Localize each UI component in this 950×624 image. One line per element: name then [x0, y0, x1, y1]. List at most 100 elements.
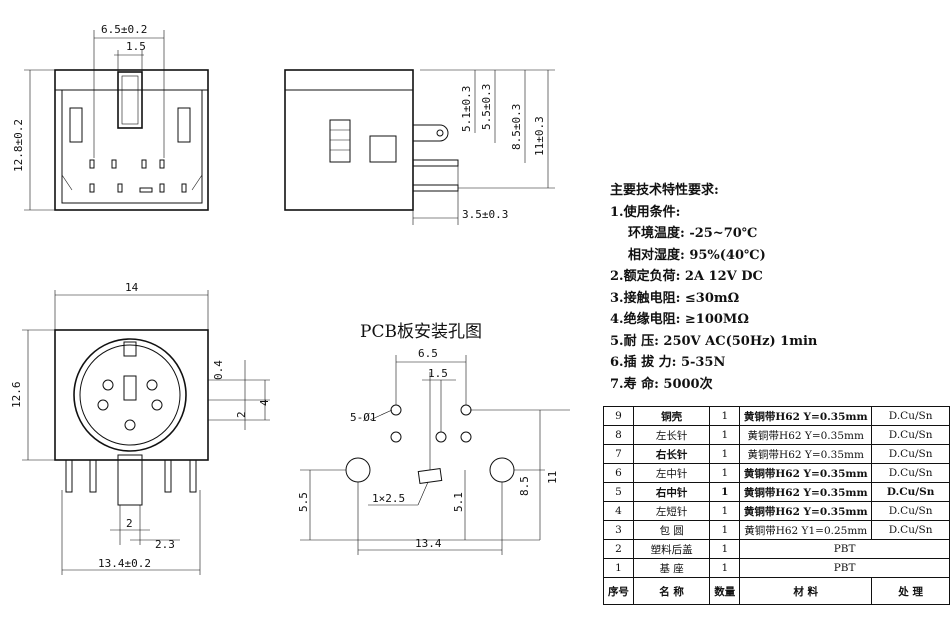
bom-qty: 1	[709, 482, 741, 502]
face-pin23: 2.3	[155, 538, 175, 551]
spec-line-1a: 环境温度: -25~70℃	[628, 226, 758, 241]
front-width-label: 6.5±0.2	[101, 23, 147, 36]
spec-line-5: 5.耐 压: 250V AC(50Hz) 1min	[610, 333, 818, 349]
pcb-title: PCB板安装孔图	[360, 322, 482, 342]
side-dim-51: 5.1±0.3	[460, 86, 473, 132]
face-height: 12.6	[10, 382, 23, 409]
bom-qty: 1	[709, 425, 741, 445]
pcb-h11: 11	[546, 471, 559, 484]
bom-qty: 1	[709, 501, 741, 521]
table-header-row: 序号名 称数量材 料处 理	[603, 577, 950, 605]
bom-finish: D.Cu/Sn	[871, 463, 950, 483]
bom-name: 左长针	[632, 425, 711, 445]
pcb-h55: 5.5	[297, 492, 310, 512]
bom-qty: 1	[709, 463, 741, 483]
face-d2: 2	[235, 411, 248, 418]
bom-finish: D.Cu/Sn	[871, 406, 950, 426]
bom-name: 右中针	[632, 482, 711, 502]
bom-material: 黄铜带H62 Y=0.35mm	[739, 406, 873, 426]
pcb-w65: 6.5	[418, 347, 438, 360]
bom-header-name: 名 称	[632, 577, 711, 605]
bom-header-finish: 处 理	[871, 577, 950, 605]
spec-line-3: 3.接触电阻: ≤30mΩ	[610, 290, 740, 306]
bom-header-no: 序号	[603, 577, 634, 605]
bom-material: 黄铜带H62 Y1=0.25mm	[739, 520, 873, 540]
spec-line-4: 4.绝缘电阻: ≥100MΩ	[610, 312, 749, 327]
spec-line-7: 7.寿 命: 5000次	[610, 376, 713, 392]
bom-no: 6	[603, 463, 634, 483]
bom-no: 2	[603, 539, 634, 559]
bom-material: 黄铜带H62 Y=0.35mm	[739, 482, 873, 502]
bom-material: 黄铜带H62 Y=0.35mm	[739, 501, 873, 521]
bom-qty: 1	[709, 444, 741, 464]
spec-line-1: 1.使用条件:	[610, 204, 681, 220]
side-dim-11: 11±0.3	[533, 116, 546, 156]
bom-material: 黄铜带H62 Y=0.35mm	[739, 425, 873, 445]
bom-no: 5	[603, 482, 634, 502]
bom-name: 左短针	[632, 501, 711, 521]
spec-title: 主要技术特性要求:	[610, 183, 719, 198]
bom-finish: D.Cu/Sn	[871, 444, 950, 464]
spec-line-6: 6.插 拔 力: 5-35N	[610, 355, 726, 370]
bom-name: 基 座	[632, 558, 711, 578]
side-dim-85: 8.5±0.3	[510, 104, 523, 150]
pcb-h51: 5.1	[452, 492, 465, 512]
side-view	[284, 69, 555, 225]
bom-name: 包 圆	[632, 520, 711, 540]
bom-qty: 1	[709, 406, 741, 426]
spec-line-1b: 相对湿度: 95%(40℃)	[628, 247, 766, 263]
pcb-holes: 5-Ø1	[350, 411, 377, 424]
face-pin2: 2	[126, 517, 133, 530]
bom-name: 铜壳	[632, 406, 711, 426]
bom-no: 8	[603, 425, 634, 445]
bom-qty: 1	[709, 520, 741, 540]
bom-header-qty: 数量	[709, 577, 741, 605]
front-height-label: 12.8±0.2	[12, 119, 25, 172]
bom-no: 3	[603, 520, 634, 540]
bom-finish: D.Cu/Sn	[871, 425, 950, 445]
face-view	[22, 290, 270, 575]
bom-name: 右长针	[632, 444, 711, 464]
front-view	[24, 30, 209, 211]
pcb-w134: 13.4	[415, 537, 442, 550]
spec-block: 主要技术特性要求: 1.使用条件: 环境温度: -25~70℃ 相对湿度: 95…	[610, 180, 817, 395]
pcb-layout	[300, 355, 570, 555]
bom-header-material: 材 料	[739, 577, 873, 605]
front-key-label: 1.5	[126, 40, 146, 53]
pcb-w15: 1.5	[428, 367, 448, 380]
bom-material: 黄铜带H62 Y=0.35mm	[739, 463, 873, 483]
face-d04: 0.4	[212, 360, 225, 380]
bom-material: PBT	[739, 558, 950, 578]
pcb-h85: 8.5	[518, 476, 531, 496]
bom-name: 左中针	[632, 463, 711, 483]
bom-finish: D.Cu/Sn	[871, 482, 950, 502]
bom-qty: 1	[709, 539, 741, 559]
bom-finish: D.Cu/Sn	[871, 501, 950, 521]
face-base: 13.4±0.2	[98, 557, 151, 570]
side-dim-55: 5.5±0.3	[480, 84, 493, 130]
bom-no: 4	[603, 501, 634, 521]
bom-no: 9	[603, 406, 634, 426]
bom-name: 塑料后盖	[632, 539, 711, 559]
face-d4: 4	[258, 399, 271, 406]
bom-material: PBT	[739, 539, 950, 559]
bom-no: 7	[603, 444, 634, 464]
bom-qty: 1	[709, 558, 741, 578]
bom-no: 1	[603, 558, 634, 578]
spec-line-2: 2.额定负荷: 2A 12V DC	[610, 269, 763, 284]
pcb-slot: 1×2.5	[372, 492, 405, 505]
face-width: 14	[125, 281, 139, 294]
bom-material: 黄铜带H62 Y=0.35mm	[739, 444, 873, 464]
side-pin-length: 3.5±0.3	[462, 208, 508, 221]
